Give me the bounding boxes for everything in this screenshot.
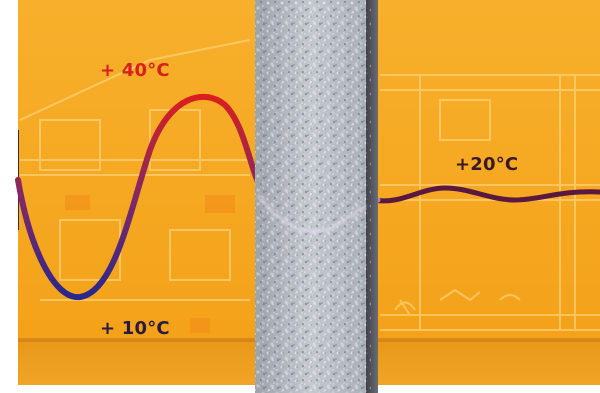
damped-temperature-wave [372, 185, 600, 204]
blueprint-lines [19, 39, 600, 331]
outside-temperature-wave [15, 93, 265, 301]
outside-min-temperature-label: + 10°C [100, 318, 170, 339]
inside-temperature-label: +20°C [455, 154, 519, 175]
frame-left [0, 0, 18, 393]
faint-blocks [65, 195, 235, 333]
outside-max-temperature-label: + 40°C [100, 60, 170, 81]
